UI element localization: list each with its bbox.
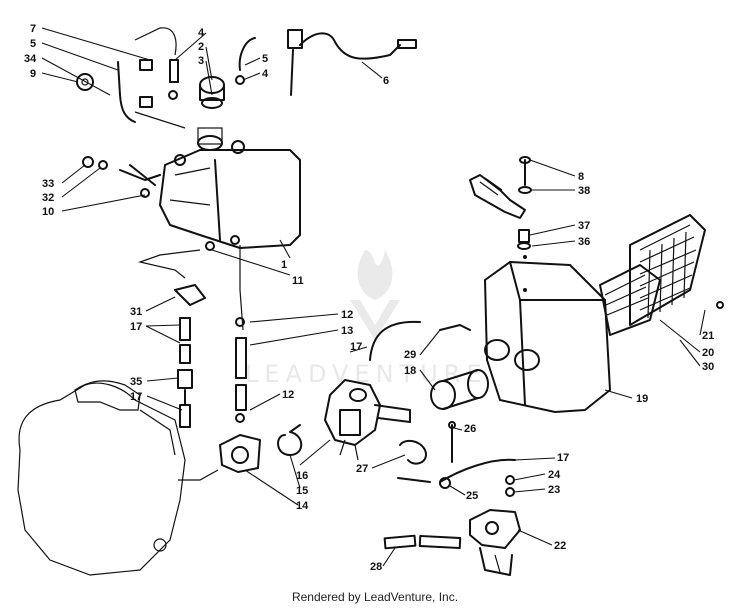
airbox-bracket: [469, 156, 532, 250]
callout-37: 37: [578, 220, 590, 232]
callout-30: 30: [702, 361, 714, 373]
carb-flange: [219, 434, 261, 473]
callout-32: 32: [42, 192, 54, 204]
clip: [139, 59, 153, 71]
callout-7: 7: [30, 23, 36, 35]
fitting: [235, 75, 245, 85]
callout-5: 5: [262, 53, 268, 65]
callout-36: 36: [578, 236, 590, 248]
callout-9: 9: [30, 68, 36, 80]
callout-17: 17: [130, 321, 142, 333]
callout-13: 13: [341, 325, 353, 337]
callout-27: 27: [356, 463, 368, 475]
callout-4: 4: [262, 68, 269, 80]
hose-clamp: [399, 439, 427, 465]
connector: [397, 39, 417, 49]
callout-2: 2: [198, 41, 204, 53]
vent-clip: [439, 324, 471, 331]
callout-28: 28: [370, 561, 382, 573]
fuel-hose: [238, 37, 256, 71]
callout-12: 12: [282, 389, 294, 401]
fuel-gauge-wire: [299, 32, 401, 60]
callout-33: 33: [42, 178, 54, 190]
callout-34: 34: [24, 53, 37, 65]
callout-38: 38: [578, 185, 590, 197]
fuel-hose: [418, 534, 462, 550]
engine-outline: [17, 380, 219, 576]
callout-20: 20: [702, 347, 714, 359]
airbox: [484, 255, 611, 413]
fitting: [169, 59, 179, 83]
washer: [505, 487, 515, 497]
leader-lines: [41, 27, 706, 567]
fitting: [168, 90, 178, 100]
callout-29: 29: [404, 349, 416, 361]
fuel-hose-pieces: [235, 317, 247, 423]
callout-6: 6: [383, 75, 389, 87]
intake-screen: [599, 214, 724, 336]
callout-19: 19: [636, 393, 648, 405]
callout-23: 23: [548, 484, 560, 496]
callout-17: 17: [350, 341, 362, 353]
screw-head: [448, 421, 456, 429]
callout-1: 1: [281, 259, 287, 271]
callout-5: 5: [30, 38, 36, 50]
gauge-sender: [290, 49, 294, 96]
grommet: [81, 78, 89, 86]
callout-31: 31: [130, 306, 142, 318]
fuel-filter-assembly: [174, 284, 206, 428]
callout-17: 17: [130, 391, 142, 403]
callout-3: 3: [198, 55, 204, 67]
callout-18: 18: [404, 365, 416, 377]
carburetor: [324, 379, 411, 461]
vent-hose: [369, 320, 421, 361]
clip: [139, 96, 153, 108]
vent-tube: [117, 61, 136, 123]
clamp: [277, 424, 303, 456]
callout-12: 12: [341, 309, 353, 321]
callout-10: 10: [42, 206, 54, 218]
callout-labels: 7 5 34 9 4 2 3 5 4 6 33 32 10 8 38 37 36…: [24, 23, 714, 573]
fuel-pump: [469, 509, 521, 576]
callout-14: 14: [296, 500, 309, 512]
callout-22: 22: [554, 540, 566, 552]
callout-25: 25: [466, 490, 478, 502]
callout-26: 26: [464, 423, 476, 435]
callout-24: 24: [548, 469, 561, 481]
intake-boot: [430, 369, 489, 410]
callout-17: 17: [557, 452, 569, 464]
fuel-hose: [383, 534, 417, 550]
fuel-tank: [159, 127, 301, 251]
fuel-line-route: [137, 245, 244, 331]
callout-4: 4: [198, 27, 205, 39]
washer: [505, 475, 515, 485]
callout-15: 15: [296, 485, 308, 497]
pulse-hose: [439, 458, 516, 483]
tank-bracket: [82, 156, 161, 198]
callout-21: 21: [702, 330, 714, 342]
loop-hose: [134, 27, 186, 129]
callout-35: 35: [130, 376, 142, 388]
gauge-sender: [287, 29, 303, 49]
footer-credit: Rendered by LeadVenture, Inc.: [291, 590, 459, 604]
fuel-hose: [397, 477, 431, 483]
callout-11: 11: [292, 275, 304, 287]
callout-8: 8: [578, 171, 584, 183]
fitting: [439, 477, 451, 489]
callout-16: 16: [296, 470, 308, 482]
